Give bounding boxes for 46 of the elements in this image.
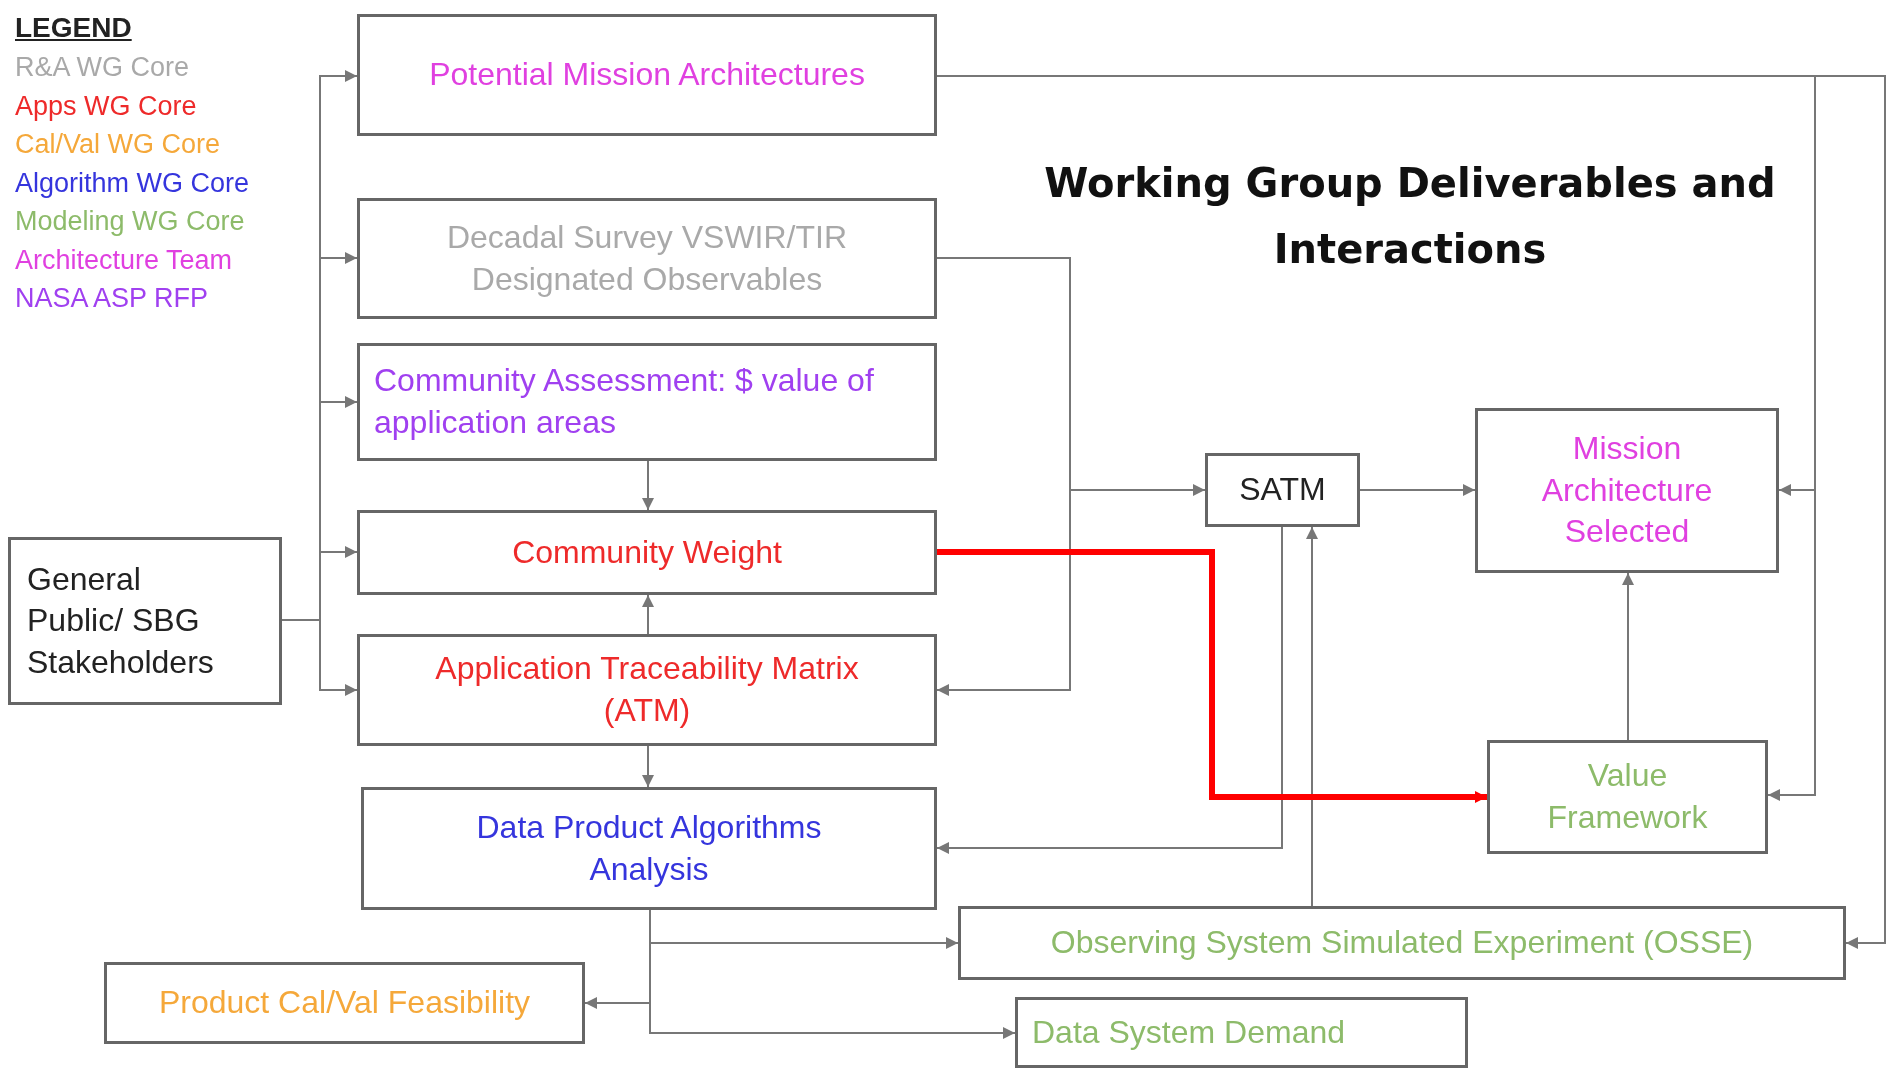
connector-arrow xyxy=(1622,572,1634,741)
process-box xyxy=(357,198,937,319)
legend-heading: LEGEND xyxy=(15,12,132,44)
connector-arrow xyxy=(584,909,651,1009)
connector-arrow xyxy=(281,619,358,696)
process-box xyxy=(8,537,282,705)
process-box xyxy=(357,634,937,746)
box-label: Community Assessment: $ value of application areas xyxy=(374,361,875,442)
box-label: Decadal Survey VSWIR/TIR Designated Observables xyxy=(445,217,849,299)
process-box xyxy=(357,14,937,136)
process-box xyxy=(357,510,937,595)
box-label: Data System Demand xyxy=(1032,1012,1345,1052)
box-label: Community Weight xyxy=(512,532,782,572)
box-label: Mission Architecture Selected xyxy=(1540,429,1714,552)
connector-arrow xyxy=(642,594,654,635)
process-box xyxy=(1487,740,1768,854)
box-label: Value Framework xyxy=(1546,756,1709,837)
connector-arrow xyxy=(642,745,654,788)
connector-arrow xyxy=(936,257,1071,696)
connector-arrow xyxy=(1359,484,1476,496)
legend-entry: Modeling WG Core xyxy=(15,206,245,237)
box-label: SATM xyxy=(1239,470,1326,510)
connector-arrow xyxy=(642,460,654,511)
process-box xyxy=(1015,997,1468,1068)
connector-arrow xyxy=(936,526,1283,854)
box-label: Application Traceability Matrix (ATM) xyxy=(434,649,860,730)
process-box xyxy=(361,787,937,910)
diagram-title: Working Group Deliverables and Interactions xyxy=(1043,159,1777,274)
process-box xyxy=(357,343,937,461)
connector-arrow xyxy=(937,549,1487,803)
legend-entry: Apps WG Core xyxy=(15,90,197,122)
box-label: Product Cal/Val Feasibility xyxy=(158,983,531,1023)
process-box xyxy=(104,962,585,1044)
connector-arrow xyxy=(1306,526,1318,907)
box-label: Observing System Simulated Experiment (OSSE) xyxy=(1050,923,1754,963)
legend-entry: R&A WG Core xyxy=(15,52,190,83)
process-box xyxy=(1205,453,1360,527)
legend-entry: NASA ASP RFP xyxy=(15,283,209,314)
legend-entry: Algorithm WG Core xyxy=(15,167,250,199)
process-box xyxy=(1475,408,1779,573)
box-label: Potential Mission Architectures xyxy=(429,55,865,95)
box-label: Data Product Algorithms Analysis xyxy=(475,807,823,889)
process-box xyxy=(958,906,1846,980)
box-label: General Public/ SBG Stakeholders xyxy=(27,559,215,682)
legend-entry: Architecture Team xyxy=(15,244,233,276)
legend-entry: Cal/Val WG Core xyxy=(15,129,221,160)
